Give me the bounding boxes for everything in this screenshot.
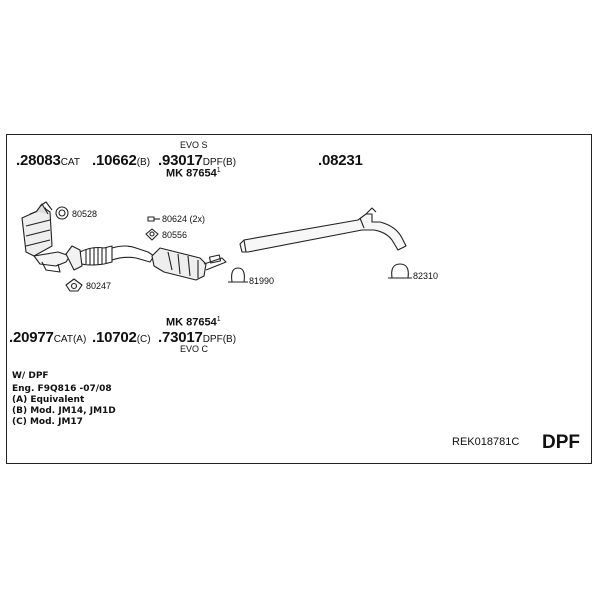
part-number: .28083	[16, 152, 61, 169]
part-10702[interactable]: .10702(C)	[92, 330, 151, 345]
kit-code: REK018781C	[452, 436, 520, 448]
note-line-2: Eng. F9Q816 -07/08	[12, 384, 112, 394]
part-number: .10662	[92, 152, 137, 169]
part-10662[interactable]: .10662(B)	[92, 153, 150, 168]
rear-pipe-icon[interactable]	[239, 207, 407, 253]
note-line-1: W/ DPF	[12, 371, 49, 381]
note-line-5: (C) Mod. JM17	[12, 417, 83, 427]
mk-sup: 1	[216, 316, 221, 323]
part-suffix: (C)	[136, 334, 151, 345]
clamp-82310-icon[interactable]	[388, 263, 412, 279]
mk-label-top: MK 876541	[166, 167, 221, 180]
note-line-4: (B) Mod. JM14, JM1D	[12, 406, 116, 416]
evo-s-label: EVO S	[180, 140, 208, 150]
catalytic-converter-icon[interactable]	[21, 201, 71, 273]
part-93017[interactable]: .93017DPF(B)	[158, 153, 236, 168]
mk-text: MK 87654	[166, 316, 217, 329]
part-suffix: DPF(B)	[202, 334, 237, 345]
gasket-80556-icon[interactable]	[145, 228, 159, 241]
gasket-80528-icon[interactable]	[55, 206, 69, 220]
mk-sup: 1	[216, 167, 221, 174]
note-line-3: (A) Equivalent	[12, 395, 85, 405]
bolt-80624-icon[interactable]	[147, 216, 160, 222]
part-28083[interactable]: .28083CAT	[16, 153, 80, 168]
part-20977[interactable]: .20977CAT(A)	[9, 330, 86, 345]
evo-c-label: EVO C	[180, 344, 209, 354]
acc-82310-label: 82310	[413, 271, 439, 281]
flex-pipe-icon[interactable]	[65, 245, 155, 271]
part-number: .73017	[158, 329, 203, 346]
part-suffix: CAT(A)	[53, 334, 87, 345]
part-suffix: (B)	[136, 157, 151, 168]
part-number: .93017	[158, 152, 203, 169]
dpf-filter-icon[interactable]	[151, 247, 227, 281]
part-number: .10702	[92, 329, 137, 346]
part-73017[interactable]: .73017DPF(B)	[158, 330, 236, 345]
part-number: .20977	[9, 329, 54, 346]
part-number: .08231	[318, 152, 363, 169]
acc-80528-label: 80528	[72, 209, 98, 219]
acc-80624-label: 80624 (2x)	[162, 214, 206, 224]
part-08231[interactable]: .08231	[318, 153, 363, 168]
clamp-81990-icon[interactable]	[228, 267, 248, 283]
kit-type-label: DPF	[542, 432, 580, 453]
mk-text: MK 87654	[166, 167, 217, 180]
acc-81990-label: 81990	[249, 276, 275, 286]
part-suffix: DPF(B)	[202, 157, 237, 168]
diagram-frame	[6, 134, 592, 464]
acc-80247-label: 80247	[86, 281, 112, 291]
gasket-80247-icon[interactable]	[65, 278, 83, 292]
part-suffix: CAT	[60, 157, 80, 168]
mk-label-bottom: MK 876541	[166, 316, 221, 329]
acc-80556-label: 80556	[162, 230, 188, 240]
